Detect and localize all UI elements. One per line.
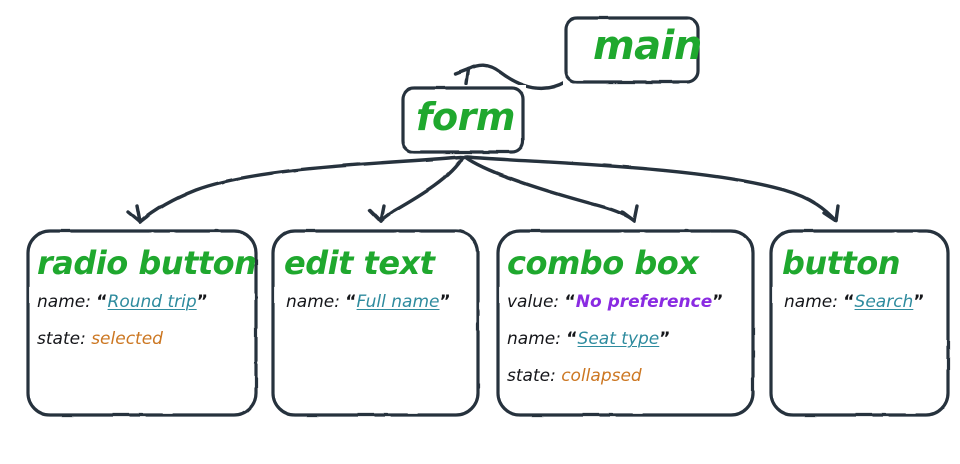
property-value: Search <box>854 292 914 312</box>
edge-form-to-radio-button <box>138 155 463 224</box>
node-form[interactable]: form <box>400 85 526 155</box>
node-button[interactable]: button name: “Search” <box>768 228 951 418</box>
property-value: Round trip <box>107 292 197 312</box>
quote-close: ” <box>196 292 208 312</box>
quote-close: ” <box>659 329 671 349</box>
edge-form-to-combo-box <box>463 155 636 223</box>
node-title: main <box>593 23 702 69</box>
arrowhead-radio-button <box>126 204 142 224</box>
arrowhead-button <box>822 204 840 223</box>
node-title: button <box>782 244 901 282</box>
node-radio-button[interactable]: radio button name: “Round trip” state: s… <box>25 228 259 418</box>
edge-form-to-edit-text <box>379 155 465 223</box>
quote-open: “ <box>566 329 578 349</box>
node-title: combo box <box>507 244 699 282</box>
property-state: state: selected <box>37 329 163 349</box>
node-combo-box[interactable]: combo box value: “No preference” name: “… <box>495 228 756 418</box>
node-edit-text[interactable]: edit text name: “Full name” <box>270 228 481 418</box>
property-name: name: “Full name” <box>286 292 451 312</box>
arrowhead-combo-box <box>620 204 639 223</box>
property-state: state: collapsed <box>507 366 642 386</box>
quote-close: ” <box>439 292 451 312</box>
edge-form-to-button <box>465 155 838 223</box>
quote-close: ” <box>913 292 925 312</box>
property-key: name: <box>784 292 838 312</box>
property-key: name: <box>286 292 340 312</box>
property-value: Full name <box>356 292 440 312</box>
property-value-text: collapsed <box>561 366 642 386</box>
property-key: name: <box>37 292 91 312</box>
property-value: selected <box>91 329 163 349</box>
property-name: name: “Seat type” <box>507 329 670 349</box>
property-value: value: “No preference” <box>507 292 723 312</box>
property-key: state: <box>37 329 86 349</box>
node-title: form <box>416 95 515 139</box>
property-name: name: “Round trip” <box>37 292 208 312</box>
property-key: state: <box>507 366 556 386</box>
quote-open: “ <box>345 292 357 312</box>
quote-open: “ <box>96 292 108 312</box>
property-key: name: <box>507 329 561 349</box>
node-title: edit text <box>284 244 435 282</box>
quote-close: ” <box>712 292 724 312</box>
arrowhead-form <box>453 67 470 86</box>
property-value-text: Seat type <box>577 329 660 349</box>
property-value-text: No preference <box>575 292 713 312</box>
quote-open: “ <box>843 292 855 312</box>
node-title: radio button <box>37 244 257 282</box>
arrowhead-edit-text <box>368 204 386 223</box>
property-name: name: “Search” <box>784 292 925 312</box>
quote-open: “ <box>564 292 576 312</box>
property-key: value: <box>507 292 560 312</box>
node-main[interactable]: main <box>563 15 702 85</box>
